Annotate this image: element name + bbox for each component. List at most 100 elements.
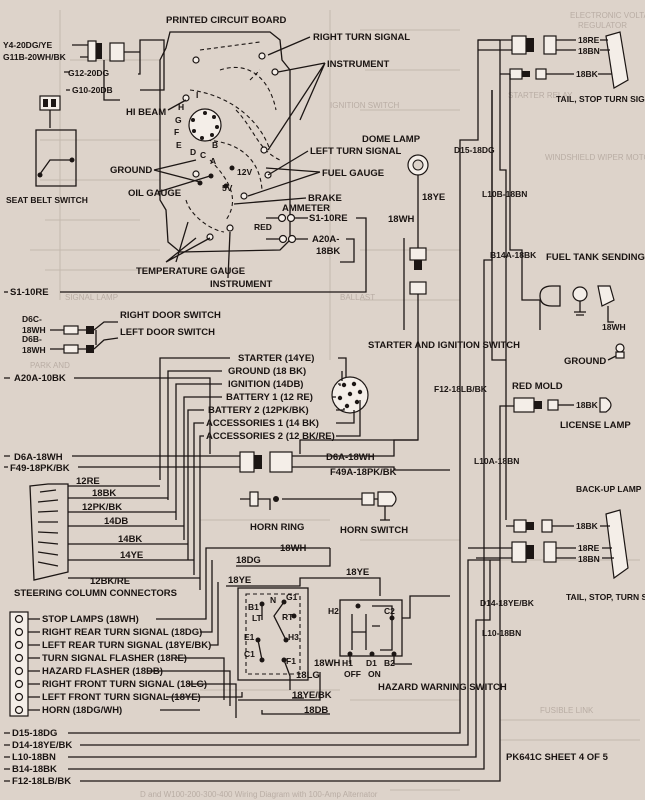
wire-label: Y4-20DG/YE <box>3 40 52 50</box>
wire-label: 18BK <box>576 521 599 531</box>
wire-label: 18BN <box>578 554 600 564</box>
wire-label: 18DB <box>304 705 328 716</box>
steering-column-title: STEERING COLUMN CONNECTORS <box>14 588 177 599</box>
wire-label: 18RE <box>578 35 600 45</box>
hazard-terminal: H1 <box>342 658 353 668</box>
hazard-terminal: D1 <box>366 658 377 668</box>
wire-label: 18BN <box>578 46 600 56</box>
sheet-id: PK641C SHEET 4 OF 5 <box>506 752 609 763</box>
pcb-pin: A <box>210 156 216 166</box>
tail-lamp-label: TAIL, STOP TURN SIGNAL AND SIDE MARKER L… <box>556 94 645 104</box>
bottom-wire: L10-18BN <box>12 752 56 763</box>
hazard-state-off: OFF <box>344 669 361 679</box>
pcb-label-left-turn: LEFT TURN SIGNAL <box>310 146 401 157</box>
terminal-label: H3 <box>288 632 299 642</box>
wire-label: A20A-10BK <box>14 373 66 384</box>
license-lamp-icon <box>599 397 612 413</box>
column-wire: 14YE <box>120 550 143 561</box>
connector-icon <box>239 451 255 473</box>
terminal-label: RT <box>282 612 294 622</box>
wire-label: 18WH <box>388 214 415 225</box>
ghost-label: SIGNAL LAMP <box>65 293 118 302</box>
pcb-label-brake: BRAKE <box>308 193 342 204</box>
terminal-label: G1 <box>286 592 298 602</box>
ignition-title: STARTER AND IGNITION SWITCH <box>368 340 520 351</box>
pcb-pin: D <box>190 147 196 157</box>
ghost-label: REGULATOR <box>578 21 627 30</box>
vertical-wire-label: D15-18DG <box>454 145 495 155</box>
pcb-label-temperature-gauge: TEMPERATURE GAUGE <box>136 266 245 277</box>
wire-label: 18WH <box>602 322 626 332</box>
background-ghost-wiring: ELECTRONIC VOLTAGE REGULATOR IGNITION SW… <box>30 10 645 791</box>
wire-label: S1-10RE <box>10 287 49 298</box>
steering-connector-item: LEFT REAR TURN SIGNAL (18YE/BK) <box>42 640 211 651</box>
fuel-sender-icon <box>539 285 561 307</box>
pcb-pin: G <box>175 115 182 125</box>
backup-lamp-label: BACK-UP LAMP <box>576 484 642 494</box>
door-switch-icon <box>86 326 94 334</box>
right-door-switch-label: RIGHT DOOR SWITCH <box>120 310 221 321</box>
terminal-label: LT <box>252 613 263 623</box>
hazard-terminal: C2 <box>384 606 395 616</box>
steering-connector-item: LEFT FRONT TURN SIGNAL (18YE) <box>42 692 201 703</box>
connector-icon <box>511 541 527 563</box>
hazard-warning-switch: H2 C2 H1 D1 B2 OFF ON 18WH HAZARD WARNIN… <box>314 595 507 693</box>
wire-label: D6B- <box>22 334 42 344</box>
ignition-item: GROUND (18 BK) <box>228 366 306 377</box>
rear-lamp-section-top: 18RE 18BN 18BK TAIL, STOP TURN SIGNAL AN… <box>478 31 645 104</box>
ignition-item: BATTERY 2 (12PK/BK) <box>208 405 309 416</box>
seat-belt-switch-label: SEAT BELT SWITCH <box>6 195 88 205</box>
wire-label: F49-18PK/BK <box>10 463 70 474</box>
license-lamp-section: RED MOLD 18BK LICENSE LAMP <box>512 381 631 431</box>
ghost-label: ELECTRONIC VOLTAGE <box>570 11 645 20</box>
vertical-wire-label: B14A-18BK <box>490 250 537 260</box>
hazard-state-on: ON <box>368 669 381 679</box>
connector-icon <box>269 451 293 473</box>
bottom-wire: F12-18LB/BK <box>12 776 71 787</box>
steering-column-connectors: STEERING COLUMN CONNECTORS STOP LAMPS (1… <box>9 547 330 718</box>
vertical-wire-label: L10-18BN <box>482 628 521 638</box>
column-wire: 12BK/RE <box>90 576 130 587</box>
connector-icon <box>409 281 427 295</box>
pcb-label-ground: GROUND <box>110 165 152 176</box>
connector-icon <box>543 541 557 563</box>
steering-connector-item: HAZARD FLASHER (18DB) <box>42 666 163 677</box>
vertical-wire-label: L10B-18BN <box>482 189 527 199</box>
turn-switch-box <box>237 587 309 681</box>
ghost-label: WINDSHIELD WIPER MOTOR <box>545 153 645 162</box>
tail-lamp-icon <box>605 31 629 89</box>
pcb-pin: H <box>178 102 184 112</box>
column-wire: 12RE <box>76 476 100 487</box>
pcb-pin: B <box>212 140 218 150</box>
hazard-label: HAZARD WARNING SWITCH <box>378 682 507 693</box>
steering-connector-item: TURN SIGNAL FLASHER (18RE) <box>42 653 187 664</box>
steering-connector-item: RIGHT FRONT TURN SIGNAL (18LG) <box>42 679 207 690</box>
dome-lamp-label: DOME LAMP <box>362 134 421 145</box>
mid-connector-section: D6A-18WH F49A-18PK/BK <box>239 439 450 478</box>
wire-label: D6C- <box>22 314 42 324</box>
wire-label: S1-10RE <box>309 213 348 224</box>
wire-label: 18WH <box>314 658 341 669</box>
steering-connector-item: STOP LAMPS (18WH) <box>42 614 139 625</box>
seat-belt-section: Y4-20DG/YE G11B-20WH/BK G12-20DG G10-20D… <box>3 39 165 205</box>
wire-label: A20A- <box>312 234 339 245</box>
ghost-label: STARTER RELAY <box>508 91 573 100</box>
rear-vertical-bundle: D15-18DG L10B-18BN B14A-18BK F12-18LB/BK… <box>434 40 541 638</box>
tail-lamp-label-bottom: TAIL, STOP, TURN SIGNAL AND SIDE MARKER … <box>566 592 645 602</box>
tail-lamp-icon <box>605 509 629 580</box>
pcb-label-instrument: INSTRUMENT <box>327 59 389 70</box>
pcb-pin: F <box>174 127 179 137</box>
wire-label: 18YE <box>422 192 445 203</box>
connector-icon <box>409 247 427 261</box>
horn-ring-label: HORN RING <box>250 522 304 533</box>
left-door-switch-label: LEFT DOOR SWITCH <box>120 327 215 338</box>
ammeter-section: AMMETER RED S1-10RE A20A- 18BK <box>60 203 367 293</box>
printed-circuit-board: PRINTED CIRCUIT BOARD H I G F E D C B A <box>110 15 410 290</box>
pcb-label-fuel-gauge: FUEL GAUGE <box>322 168 384 179</box>
bottom-wire: D15-18DG <box>12 728 57 739</box>
footer-caption: D and W100-200-300-400 Wiring Diagram wi… <box>140 790 378 799</box>
voltage-label: 12V <box>237 167 252 177</box>
pcb-pin: I <box>196 90 198 100</box>
